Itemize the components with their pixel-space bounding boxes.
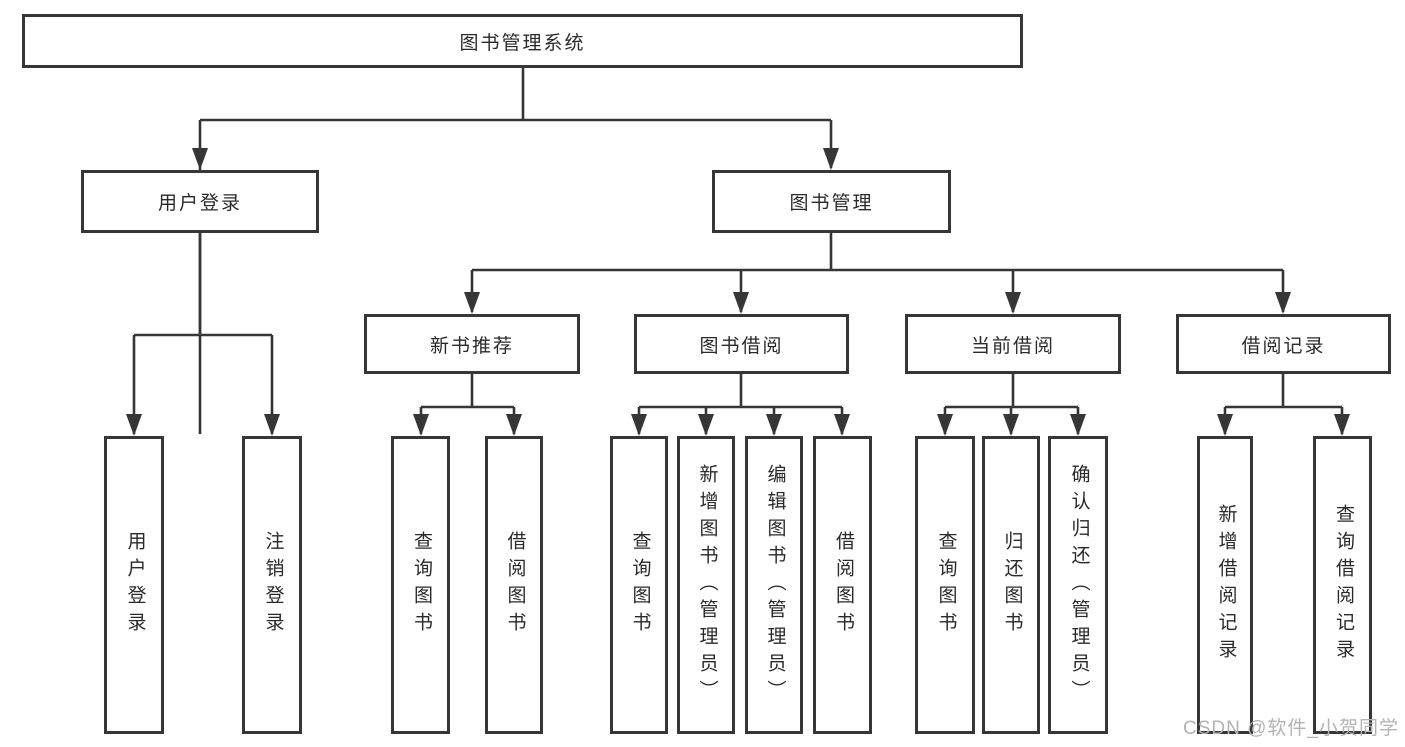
node-root: 图书管理系统	[22, 14, 1023, 68]
node-leaf-query-books-2-label: 查询图书	[629, 531, 651, 639]
node-leaf-confirm-return-admin: 确认归还（管理员）	[1048, 436, 1108, 734]
node-group-new-books-label: 新书推荐	[429, 335, 514, 357]
connector-borrow-records-branch	[1217, 374, 1350, 436]
node-leaf-query-books-3: 查询图书	[915, 436, 975, 734]
node-root-label: 图书管理系统	[459, 32, 586, 54]
connector-user-login-branch	[126, 233, 280, 436]
node-user-login-label: 用户登录	[157, 193, 242, 214]
node-leaf-edit-books-admin-label: 编辑图书（管理员）	[764, 463, 786, 707]
node-leaf-logout-label: 注销登录	[262, 531, 284, 639]
node-leaf-query-books-3-label: 查询图书	[935, 531, 957, 639]
node-leaf-add-borrow-record: 新增借阅记录	[1197, 436, 1253, 734]
node-group-new-books: 新书推荐	[364, 314, 580, 374]
connector-current-borrow-branch	[937, 374, 1086, 436]
watermark: CSDN @软件_小贺同学	[1183, 718, 1399, 739]
connector-book-management-branch	[464, 233, 1291, 314]
node-leaf-add-books-admin: 新增图书（管理员）	[677, 436, 735, 734]
node-leaf-borrow-books-2-label: 借阅图书	[832, 531, 854, 639]
node-leaf-query-books-2: 查询图书	[610, 436, 668, 734]
node-group-borrow-records-label: 借阅记录	[1241, 335, 1326, 357]
node-leaf-add-borrow-record-label: 新增借阅记录	[1215, 504, 1237, 666]
node-group-current-borrow: 当前借阅	[905, 314, 1121, 374]
node-leaf-query-borrow-record-label: 查询借阅记录	[1332, 504, 1354, 666]
node-leaf-query-books-1-label: 查询图书	[410, 531, 432, 639]
node-leaf-return-books: 归还图书	[982, 436, 1040, 734]
node-group-book-borrow-label: 图书借阅	[699, 335, 784, 357]
node-leaf-return-books-label: 归还图书	[1001, 531, 1023, 639]
node-leaf-user-login-label: 用户登录	[124, 531, 146, 639]
node-leaf-borrow-books-2: 借阅图书	[813, 436, 872, 734]
node-leaf-query-borrow-record: 查询借阅记录	[1313, 436, 1372, 734]
node-leaf-add-books-admin-label: 新增图书（管理员）	[696, 463, 718, 707]
node-group-book-borrow: 图书借阅	[634, 314, 849, 374]
node-user-login: 用户登录	[81, 170, 319, 233]
node-leaf-logout: 注销登录	[242, 436, 302, 734]
node-leaf-borrow-books-1-label: 借阅图书	[504, 531, 526, 639]
node-group-borrow-records: 借阅记录	[1176, 314, 1391, 374]
node-group-current-borrow-label: 当前借阅	[970, 335, 1055, 357]
node-book-management: 图书管理	[712, 170, 951, 233]
connector-new-books-branch	[413, 374, 522, 436]
node-leaf-edit-books-admin: 编辑图书（管理员）	[745, 436, 803, 734]
node-leaf-confirm-return-admin-label: 确认归还（管理员）	[1068, 463, 1090, 707]
connector-root-to-level1	[192, 68, 839, 434]
connector-book-borrow-branch	[631, 374, 850, 436]
node-leaf-user-login: 用户登录	[104, 436, 164, 734]
node-book-management-label: 图书管理	[789, 193, 874, 214]
node-leaf-query-books-1: 查询图书	[391, 436, 450, 734]
node-leaf-borrow-books-1: 借阅图书	[485, 436, 543, 734]
